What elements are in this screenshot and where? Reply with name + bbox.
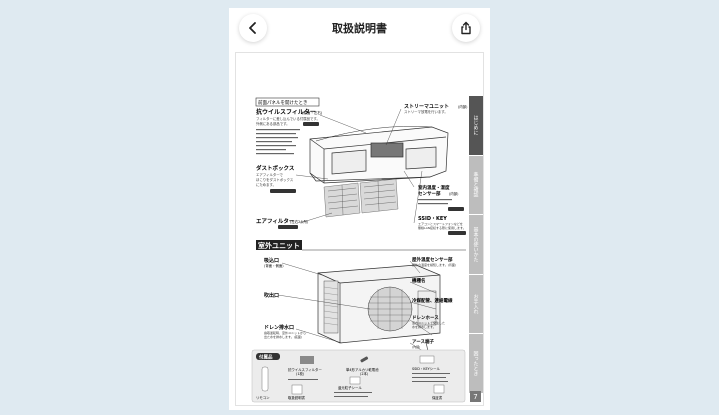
filter-desc-2: 外側にある部品です。 <box>256 121 290 126</box>
drain-hose-title: ドレンホース <box>412 314 439 321</box>
tab-basic-usage[interactable]: 基本の使いかた <box>469 215 483 275</box>
intake-note: (背面・側面) <box>264 263 284 268</box>
drain-desc-2: 出た水を排水します。(底面) <box>264 334 302 339</box>
intake-title: 吸込口 <box>264 257 279 264</box>
accessory-sticker-label: 還元粒子シール <box>338 385 362 390</box>
drain-hose-desc-2: 水を排水します。 <box>412 324 436 329</box>
air-filter-note: (左右2か所) <box>290 219 309 224</box>
air-filter-title: エアフィルター <box>256 217 295 225</box>
accessory-battery-image <box>360 356 369 363</box>
manual-page: 前面パネルを開けたとき 抗ウイルスフィルター (前面・左右) フィルターに差し込… <box>235 52 484 406</box>
tab-preparation[interactable]: 準備と確認 <box>469 155 483 216</box>
streamer-title: ストリーマユニット <box>404 104 449 110</box>
ref-badge <box>303 122 319 126</box>
outlet-title: 吹出口 <box>264 292 279 299</box>
accessory-remote-image <box>261 366 269 392</box>
accessory-filter-label: 抗ウイルスフィルター <box>288 367 322 372</box>
ssid-desc-1: エアコンとスマートフォンなどを <box>418 221 463 226</box>
tab-troubleshooting[interactable]: 困ったとき <box>469 334 483 394</box>
filter-title: 抗ウイルスフィルター <box>256 108 316 116</box>
phone-screen: 取扱説明書 前面パネルを開けたとき 抗ウイルスフィルター (前面・左右) フィル… <box>229 8 490 410</box>
back-button[interactable] <box>239 14 267 42</box>
accessory-warranty-image <box>433 384 445 394</box>
streamer-desc: ストリーマ放電を行います。 <box>404 109 448 114</box>
outdoor-section-heading <box>256 240 302 250</box>
pipe-title: 冷媒配管、連絡電線 <box>412 297 453 304</box>
ssid-desc-2: 無線LAN接続する際に使用します。 <box>418 225 466 230</box>
accessory-filter-image <box>300 356 314 364</box>
temp-sensor-title: 室内温度・湿度 <box>418 184 450 191</box>
outdoor-section-title: 室外ユニット <box>258 241 300 250</box>
share-button[interactable] <box>452 14 480 42</box>
nameplate-title: 機種名 <box>412 277 426 284</box>
dust-box-desc-2: ほこりをダストボックス <box>256 177 294 182</box>
ssid-title: SSID・KEY <box>418 216 447 222</box>
indoor-unit-drawing <box>309 126 449 184</box>
manual-page-illustration: 前面パネルを開けたとき 抗ウイルスフィルター (前面・左右) フィルターに差し込… <box>251 97 468 403</box>
chevron-left-icon <box>249 22 256 34</box>
dust-box-desc-3: にためます。 <box>256 182 276 187</box>
tab-maintenance[interactable]: お手入れ <box>469 274 483 335</box>
air-filters-drawing <box>323 178 399 218</box>
streamer-note: (内部) <box>458 104 468 109</box>
accessory-warranty-label: 保証書 <box>432 395 443 400</box>
filter-desc-1: フィルターに差し込んでいる付属品です。 <box>256 116 320 121</box>
filter-note: (前面・左右) <box>302 110 323 115</box>
accessory-manual-image <box>291 384 303 395</box>
drain-title: ドレン排水口 <box>264 324 294 331</box>
panel-label: 前面パネルを開けたとき <box>258 99 308 106</box>
section-tabs: はじめに 準備と確認 基本の使いかた お手入れ 困ったとき <box>469 96 483 394</box>
accessory-ssid-label: SSID・KEYシール <box>412 367 441 371</box>
page-number: 7 <box>470 391 481 402</box>
tab-introduction[interactable]: はじめに <box>469 96 483 156</box>
dust-box-desc-1: エアフィルターで <box>256 172 283 177</box>
accessory-manual-label: 取扱説明書 <box>288 395 306 400</box>
accessory-ssid-image <box>419 355 435 364</box>
drain-desc-1: 霜取運転時、室外ユニットから <box>264 330 306 335</box>
earth-note: (内部) <box>412 344 420 349</box>
accessory-battery-sub: (2本) <box>360 371 369 376</box>
outdoor-unit-drawing <box>317 264 441 362</box>
accessory-battery-label: 単4形アルカリ乾電池 <box>346 367 379 372</box>
accessory-remote-label: リモコン <box>256 396 270 400</box>
page-title: 取扱説明書 <box>332 22 387 35</box>
share-icon <box>461 21 471 35</box>
earth-title: アース端子 <box>412 338 435 345</box>
temp-sensor-title-2: センサー部 <box>418 190 441 197</box>
accessory-sticker-image <box>349 376 361 385</box>
dust-box-title: ダストボックス <box>256 164 295 172</box>
drain-hose-desc-1: 室内ユニットで発生した <box>412 320 445 325</box>
outdoor-sensor-title: 屋外温度センサー部 <box>412 256 453 263</box>
accessory-filter-sub: (1枚) <box>296 371 305 376</box>
accessories-title: 付属品 <box>259 354 273 361</box>
navigation-bar: 取扱説明書 <box>229 8 490 48</box>
temp-sensor-note: (内部) <box>449 191 459 196</box>
outdoor-sensor-desc: 屋外の温度を検知します。(背面) <box>412 262 456 267</box>
